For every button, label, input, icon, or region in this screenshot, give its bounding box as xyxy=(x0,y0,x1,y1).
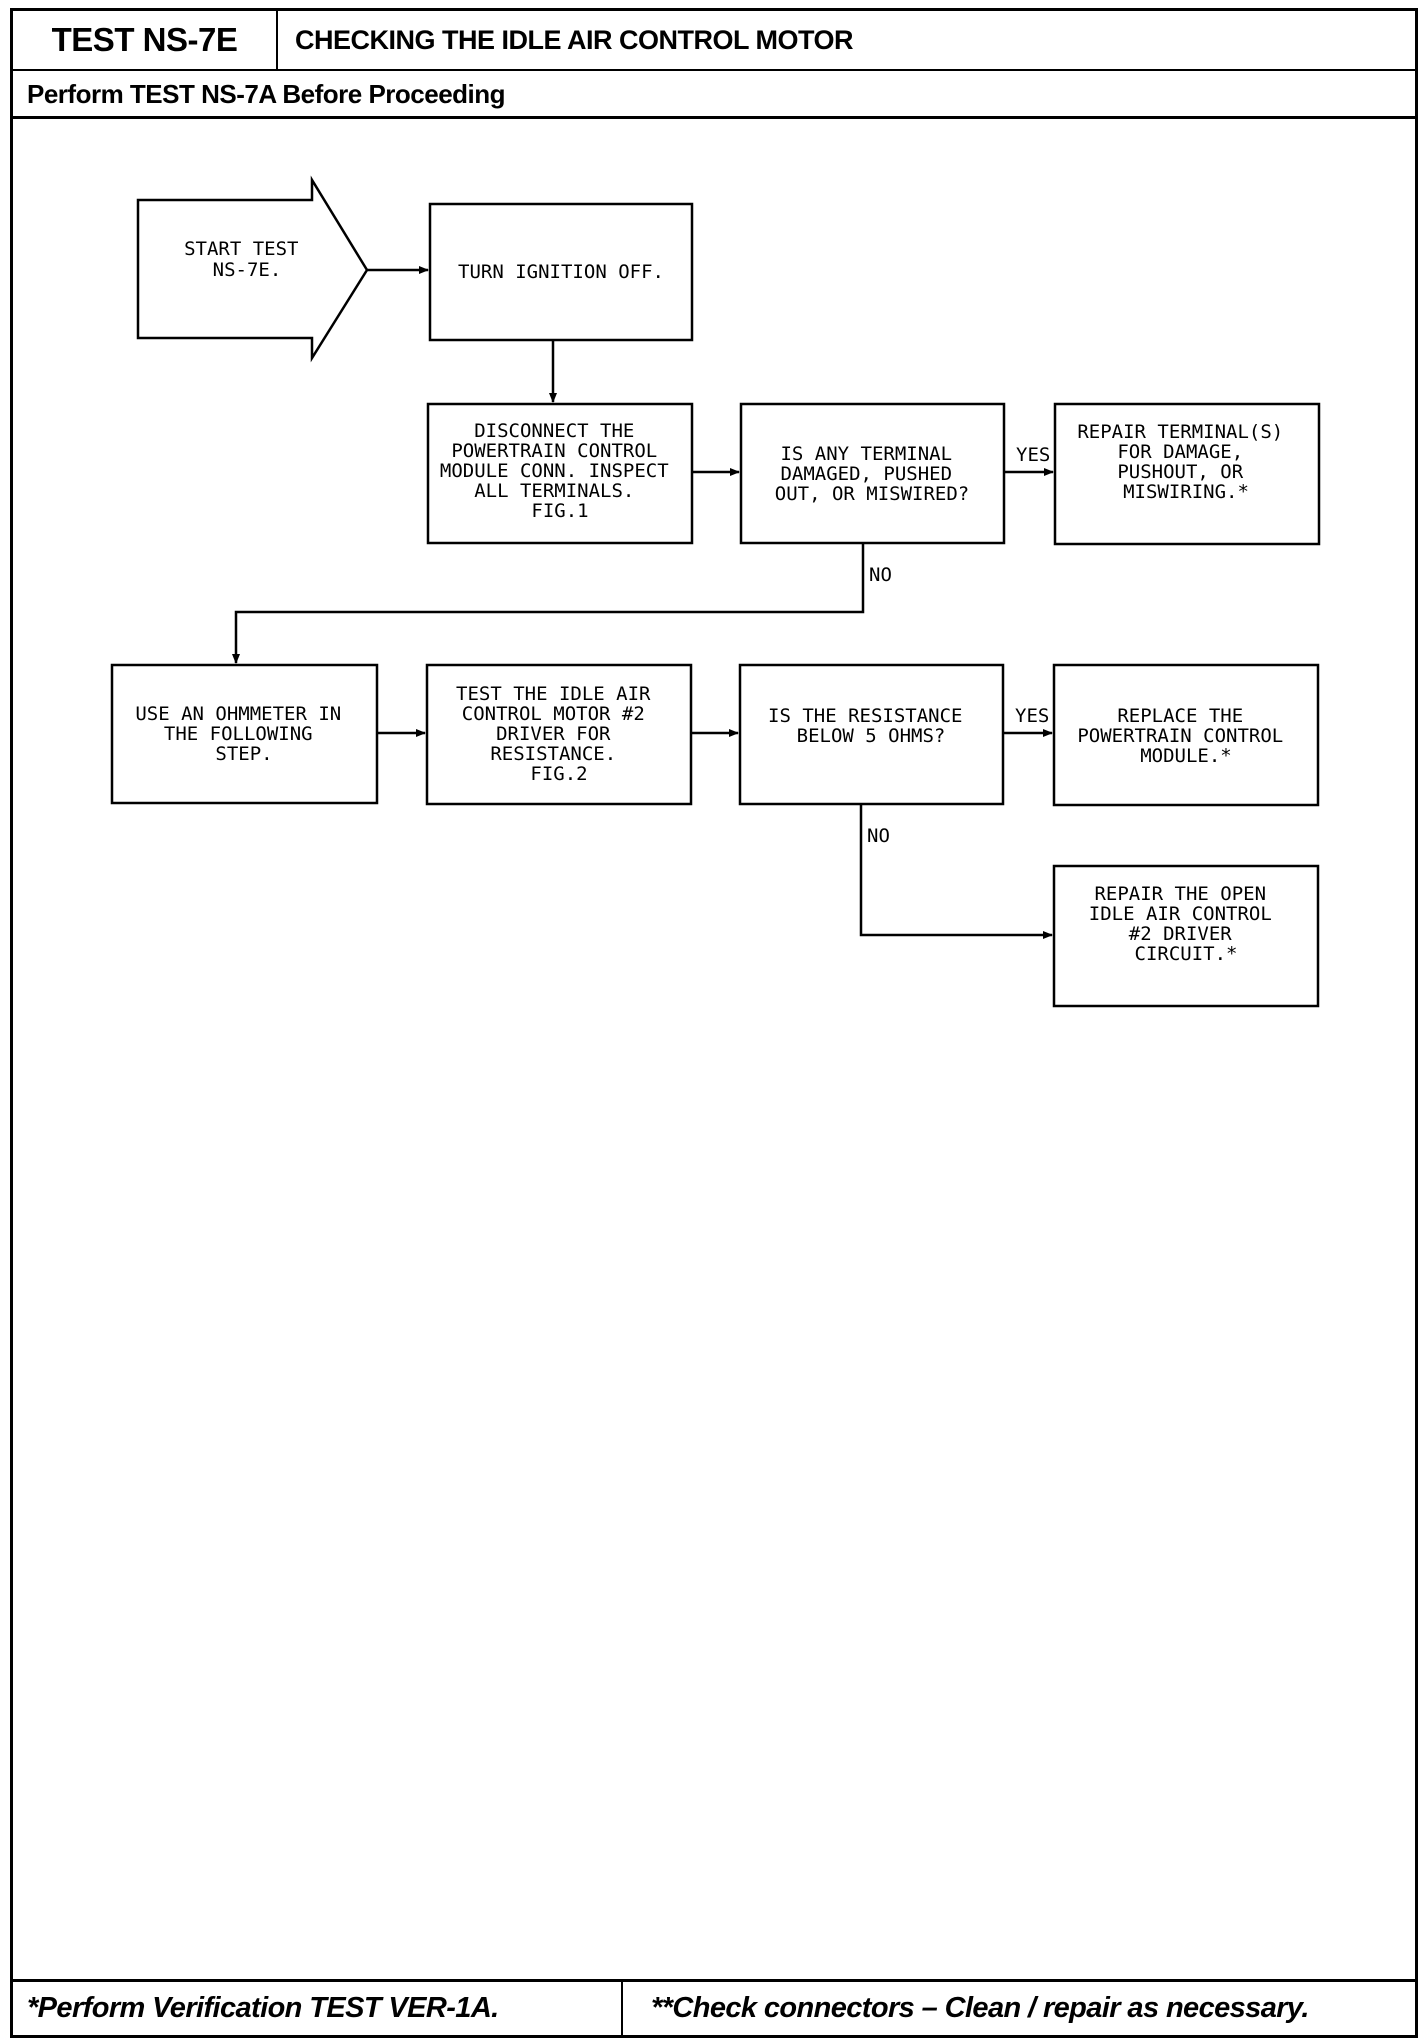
decision-terminal-damaged-text: IS ANY TERMINAL DAMAGED, PUSHED OUT, OR … xyxy=(775,443,969,505)
result-repair-open-circuit-box xyxy=(1052,864,1320,1008)
result-repair-terminals-box xyxy=(1053,402,1321,546)
step-test-iac-driver-text: TEST THE IDLE AIR CONTROL MOTOR #2 DRIVE… xyxy=(456,683,662,785)
test-id: TEST NS-7E xyxy=(13,11,278,69)
result-replace-pcm-box xyxy=(1052,663,1320,807)
procedure-page: TEST NS-7E CHECKING THE IDLE AIR CONTROL… xyxy=(10,8,1418,2038)
result-replace-pcm-text: REPLACE THE POWERTRAIN CONTROL MODULE.* xyxy=(1077,705,1294,767)
label-no-decision2: NO xyxy=(867,825,890,847)
decision-terminal-damaged-box xyxy=(739,402,1006,545)
label-yes-decision2: YES xyxy=(1015,705,1049,727)
step-disconnect-pcm-text: DISCONNECT THE POWERTRAIN CONTROL MODULE… xyxy=(440,420,680,522)
result-repair-open-circuit-text: REPAIR THE OPEN IDLE AIR CONTROL #2 DRIV… xyxy=(1089,883,1283,965)
step-turn-ignition-off-text: TURN IGNITION OFF. xyxy=(458,261,664,283)
step-test-iac-driver-box xyxy=(425,663,693,806)
connector-decision1-no xyxy=(232,543,865,664)
prerequisite-note: Perform TEST NS-7A Before Proceeding xyxy=(27,79,506,109)
step-use-ohmmeter-text: USE AN OHMMETER IN THE FOLLOWING STEP. xyxy=(135,703,352,765)
decision-resistance-text: IS THE RESISTANCE BELOW 5 OHMS? xyxy=(768,705,974,747)
start-arrow-shape xyxy=(136,175,369,363)
footer-note-verification: *Perform Verification TEST VER-1A. xyxy=(13,1982,623,2035)
footer-row: *Perform Verification TEST VER-1A. **Che… xyxy=(13,1979,1415,2035)
header-row: TEST NS-7E CHECKING THE IDLE AIR CONTROL… xyxy=(13,11,1415,71)
footer-note-connectors: **Check connectors – Clean / repair as n… xyxy=(651,1992,1309,2024)
label-yes-decision1: YES xyxy=(1016,444,1050,466)
test-title: CHECKING THE IDLE AIR CONTROL MOTOR xyxy=(295,25,854,55)
step-disconnect-pcm-box xyxy=(426,402,694,545)
result-repair-terminals-text: REPAIR TERMINAL(S) FOR DAMAGE, PUSHOUT, … xyxy=(1077,421,1294,503)
label-no-decision1: NO xyxy=(869,564,892,586)
decision-resistance-box xyxy=(738,663,1005,806)
connector-decision2-no xyxy=(859,804,1053,939)
step-turn-ignition-off-box xyxy=(428,202,694,342)
start-text: START TEST NS-7E. xyxy=(184,238,310,281)
prerequisite-row: Perform TEST NS-7A Before Proceeding xyxy=(13,71,1415,119)
